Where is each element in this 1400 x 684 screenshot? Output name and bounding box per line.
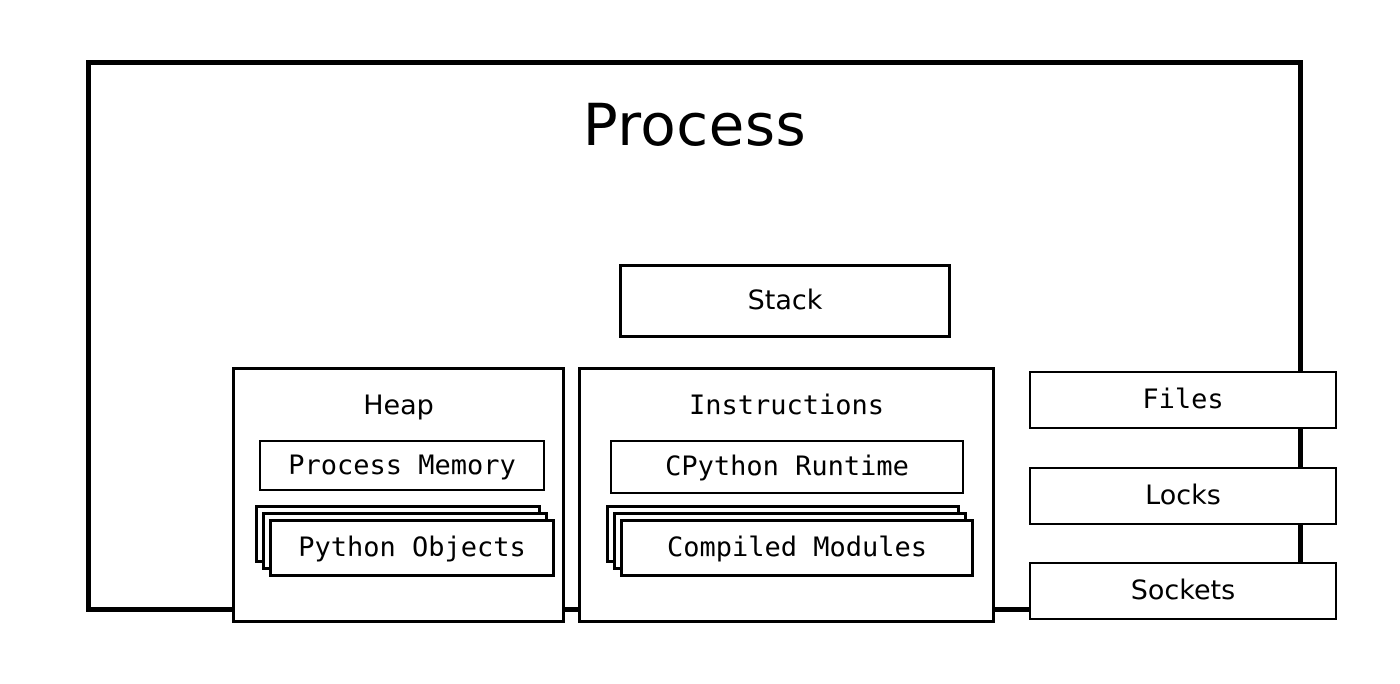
page-title: Process [582, 91, 807, 159]
compiled-modules-stack[interactable]: Compiled Modules [606, 505, 974, 577]
python-objects-stack[interactable]: Python Objects [255, 505, 555, 577]
process-frame: Process Stack Heap Process Memory Python… [86, 60, 1337, 623]
files-label: Files [1142, 384, 1224, 415]
sockets-label: Sockets [1130, 575, 1236, 606]
locks-box[interactable]: Locks [1029, 467, 1337, 525]
cpython-runtime-box[interactable]: CPython Runtime [610, 440, 964, 494]
cpython-runtime-label: CPython Runtime [665, 451, 909, 482]
stack-box[interactable]: Stack [619, 264, 951, 338]
compiled-modules-layer-front[interactable]: Compiled Modules [620, 519, 974, 577]
compiled-modules-label: Compiled Modules [666, 532, 928, 563]
heap-group-title: Heap [363, 390, 434, 421]
sockets-box[interactable]: Sockets [1029, 562, 1337, 620]
stack-box-label: Stack [747, 285, 823, 316]
instructions-group[interactable]: Instructions CPython Runtime Compiled Mo… [578, 367, 995, 623]
python-objects-label: Python Objects [298, 532, 526, 563]
process-memory-box[interactable]: Process Memory [259, 440, 545, 491]
heap-group[interactable]: Heap Process Memory Python Objects [232, 367, 565, 623]
instructions-group-title: Instructions [688, 390, 885, 421]
files-box[interactable]: Files [1029, 371, 1337, 429]
python-objects-layer-front[interactable]: Python Objects [269, 519, 555, 577]
locks-label: Locks [1145, 480, 1221, 511]
process-memory-label: Process Memory [288, 449, 516, 481]
